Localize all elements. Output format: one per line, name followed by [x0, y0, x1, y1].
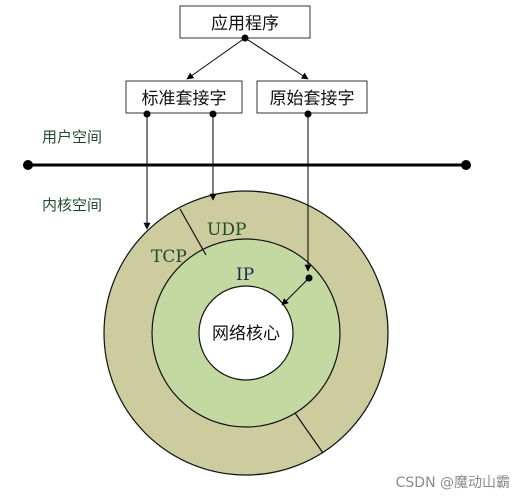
standard-socket-label: 标准套接字 [142, 89, 227, 109]
network-core-circle [198, 285, 294, 381]
protocol-rings [103, 190, 389, 476]
user-kernel-separator [23, 160, 471, 170]
ring-lower-divider [294, 412, 324, 454]
tcp-label: TCP [151, 247, 187, 267]
standard-socket-box: 标准套接字 [125, 80, 243, 114]
tcp-udp-divider [179, 208, 207, 256]
arrow-to-raw-socket [244, 37, 309, 80]
socket-arrows [143, 110, 313, 306]
kernel-space-label: 内核空间 [42, 196, 102, 214]
watermark: CSDN @魔动山霸 [396, 475, 510, 491]
raw-socket-box: 原始套接字 [256, 80, 368, 114]
app-connectors [186, 34, 309, 80]
udp-label: UDP [207, 220, 246, 240]
app-box: 应用程序 [179, 5, 311, 39]
user-space-label: 用户空间 [42, 128, 102, 146]
raw-socket-label: 原始套接字 [270, 89, 355, 109]
app-box-label: 应用程序 [211, 14, 279, 34]
arrow-to-core [281, 277, 310, 306]
arrow-to-standard-socket [186, 37, 246, 80]
ip-label: IP [236, 265, 254, 285]
network-core-label: 网络核心 [212, 324, 280, 344]
